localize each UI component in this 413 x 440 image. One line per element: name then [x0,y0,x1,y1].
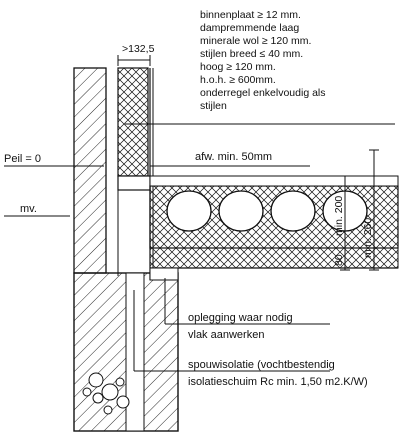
label-mv: mv. [20,203,37,215]
label-oplegging-1: oplegging waar nodig [188,312,293,324]
note-line: binnenplaat ≥ 12 mm. [200,9,301,21]
note-line: minerale wol ≥ 120 mm. [200,35,311,47]
dimension-cavity-width-label: >132,5 [122,43,155,55]
label-afw: afw. min. 50mm [195,151,272,163]
label-spouw-2: isolatieschuim Rc min. 1,50 m2.K/W) [188,376,368,388]
note-line: damprem­mende laag [200,22,299,34]
dimension-min-200: min. 200 [333,196,345,236]
hollow-core-floor-slab [149,175,399,269]
label-spouw-1: spouwisolatie (vochtbestendig [188,359,335,371]
notes-block: binnenplaat ≥ 12 mm. damprem­mende laag … [200,9,395,125]
note-line: hoog ≥ 120 mm. [200,61,276,73]
inner-timber-frame-wall [105,67,240,280]
outer-brick-wall [73,67,107,274]
dimension-80: 80 [333,254,345,266]
dimension-min-260: min. 260 [362,218,374,258]
label-peil: Peil = 0 [4,153,41,165]
note-line: onderregel enkelvoudig als [200,87,326,99]
cavity-insulation-foam [82,372,130,415]
note-line: stijlen breed ≤ 40 mm. [200,48,303,60]
dimension-cavity-width: >132,5 [117,43,155,66]
label-oplegging-2: vlak aanwerken [188,329,264,341]
left-labels: Peil = 0 mv. [4,153,104,217]
label-afwerking: afw. min. 50mm [150,151,310,167]
dimension-floor-thickness: 80 min. 200 min. 260 [333,149,379,271]
note-line: h.o.h. ≥ 600mm. [200,74,276,86]
foundation-beam [73,267,179,432]
note-line: stijlen [200,100,227,112]
label-spouwisolatie: spouwisolatie (vochtbestendig isolatiesc… [133,290,368,388]
label-oplegging: oplegging waar nodig vlak aanwerken [164,278,330,341]
